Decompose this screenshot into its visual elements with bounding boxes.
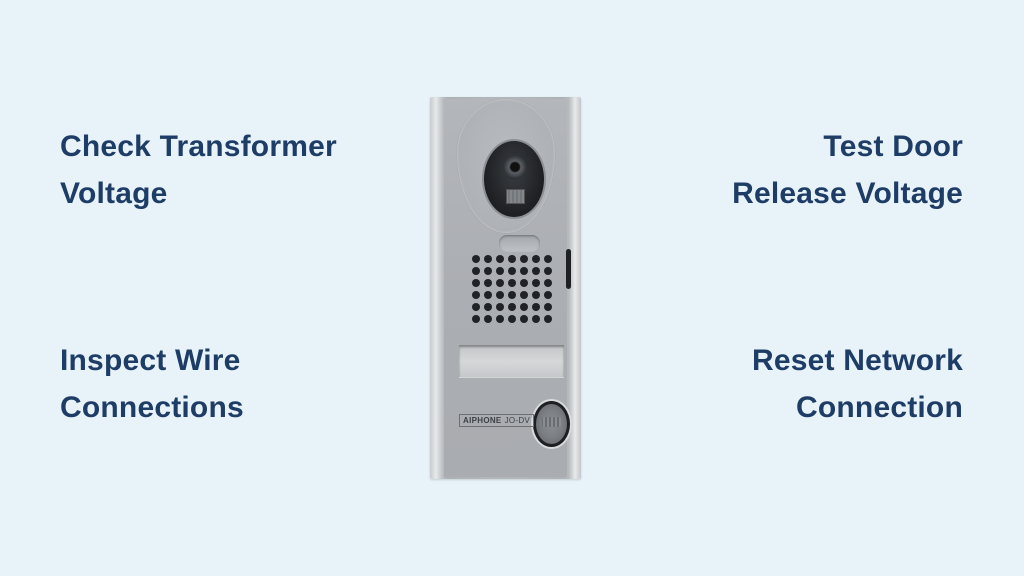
label-line: Reset Network xyxy=(751,344,963,377)
label-line: Connection xyxy=(796,391,963,424)
light-sensor xyxy=(506,189,525,204)
label-reset-network-connection: Reset Network Connection xyxy=(752,337,963,431)
label-line: Release Voltage xyxy=(732,177,963,210)
microphone-slot xyxy=(566,249,571,289)
label-line: Inspect Wire xyxy=(60,344,241,377)
label-inspect-wire-connections: Inspect Wire Connections xyxy=(60,337,244,431)
camera-window xyxy=(482,139,546,219)
led-indicator xyxy=(499,235,540,252)
label-line: Connections xyxy=(60,391,244,424)
call-button-icon xyxy=(542,417,561,427)
intercom-door-station xyxy=(430,97,581,479)
speaker-grille xyxy=(472,255,556,327)
camera-lens-icon xyxy=(504,154,526,180)
label-line: Test Door xyxy=(823,130,963,163)
label-line: Check Transformer xyxy=(60,130,337,163)
brand-name: AIPHONE xyxy=(463,416,502,425)
name-plate xyxy=(459,345,564,377)
label-test-door-release-voltage: Test Door Release Voltage xyxy=(732,123,963,217)
label-check-transformer-voltage: Check Transformer Voltage xyxy=(60,123,337,217)
model-name: JO-DV xyxy=(504,416,531,425)
call-button xyxy=(533,401,570,447)
label-line: Voltage xyxy=(60,177,168,210)
